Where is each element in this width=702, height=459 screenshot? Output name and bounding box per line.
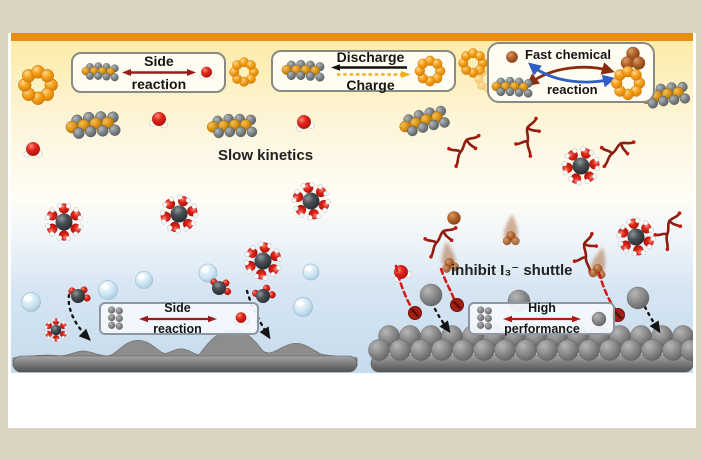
top-accent-bar	[11, 33, 693, 41]
h2-bubble	[98, 280, 118, 300]
zns-cluster-icon	[81, 62, 119, 82]
s8-ring-icon	[414, 55, 446, 87]
zn-hydrate-cluster	[241, 240, 286, 283]
reaction-label: reaction	[153, 321, 202, 336]
zns-cluster-icon	[281, 59, 325, 82]
charge-label: Charge	[346, 77, 395, 93]
zn-partial-hydrate	[208, 276, 234, 298]
zns-cluster-icon	[491, 76, 533, 98]
side-reaction-bottom-text: Side reaction	[138, 302, 218, 335]
zn-anode-rough	[12, 329, 358, 373]
fast-chemical-label: Fast chemical	[525, 47, 611, 62]
discharge-label: Discharge	[336, 49, 405, 65]
water-molecule-icon	[199, 66, 215, 79]
h2-bubble	[134, 271, 154, 289]
shuttle-blocked-arrow	[394, 264, 413, 309]
slow-kinetics-label: Slow kinetics	[218, 147, 314, 164]
zn-hydrate-cluster	[44, 203, 84, 241]
exchange-arrows-icon	[525, 62, 616, 88]
triiodide-smudge	[503, 214, 520, 245]
side-reaction-top-box: Side reaction	[71, 52, 226, 93]
reaction-label: reaction	[131, 76, 187, 92]
side-reaction-top-text: Side reaction	[121, 54, 197, 91]
zns-cluster	[205, 111, 258, 141]
pm-polymer	[442, 127, 483, 173]
double-arrow-icon	[503, 315, 581, 322]
no-entry-icon	[408, 306, 422, 320]
performance-label: High	[528, 301, 556, 315]
h2-bubble	[302, 263, 320, 281]
zn-uniform-grid-icon	[477, 306, 492, 330]
iodide-icon	[506, 51, 518, 63]
water-molecule	[23, 141, 44, 159]
iodide-ion	[447, 211, 461, 225]
zn-hydrate-cluster	[613, 215, 659, 259]
zn-atom-icon	[591, 311, 607, 326]
zn-dendrite-grid-icon	[108, 306, 123, 330]
water-molecule	[390, 262, 413, 283]
zn-hydrate-cluster	[44, 318, 69, 341]
fast-chemical-reaction-box: Fast chemical reaction	[487, 42, 655, 103]
fast-reaction-label: reaction	[547, 82, 598, 97]
discharge-charge-text: Discharge Charge	[329, 50, 413, 92]
scene-area: Side reaction Discharge	[11, 41, 693, 373]
schematic-figure: Side reaction Discharge	[8, 33, 696, 428]
discharge-charge-arrows-icon	[330, 64, 411, 78]
water-molecule	[148, 110, 171, 130]
h2-bubble	[293, 297, 313, 317]
s8-ring	[18, 65, 58, 105]
deposition-arrow	[67, 293, 91, 341]
discharge-charge-box: Discharge Charge	[271, 50, 456, 92]
reaction-label: Side	[144, 53, 174, 69]
high-performance-text: High performance	[502, 302, 582, 335]
pm-polymer	[506, 114, 551, 163]
zn-hydrate-cluster	[154, 190, 203, 238]
inhibit-shuttle-label: inhibit I₃⁻ shuttle	[451, 262, 573, 279]
high-performance-box: High performance	[468, 302, 615, 335]
no-entry-icon	[450, 298, 464, 312]
zn-partial-hydrate	[68, 286, 91, 304]
s8-ring-icon	[611, 66, 645, 100]
h2-bubble	[21, 292, 41, 312]
pm-polymer	[649, 209, 688, 254]
zn-hydrate-cluster	[288, 178, 335, 223]
zn-hydrate-cluster	[556, 141, 607, 191]
zn-ion	[626, 286, 650, 310]
performance-label: performance	[504, 321, 580, 336]
deposition-arrow	[433, 307, 451, 334]
shuttle-blocked-arrow	[439, 267, 456, 301]
deposition-arrow	[643, 305, 661, 334]
zn-ion	[419, 283, 443, 307]
double-arrow-icon	[121, 69, 196, 76]
s8-ring	[229, 57, 259, 87]
side-reaction-bottom-box: Side reaction	[99, 302, 259, 335]
water-molecule-icon	[234, 312, 249, 325]
zns-cluster	[396, 101, 452, 142]
water-molecule	[294, 113, 316, 133]
double-arrow-icon	[138, 315, 217, 322]
reaction-label: Side	[164, 301, 191, 315]
zns-cluster	[64, 107, 122, 143]
